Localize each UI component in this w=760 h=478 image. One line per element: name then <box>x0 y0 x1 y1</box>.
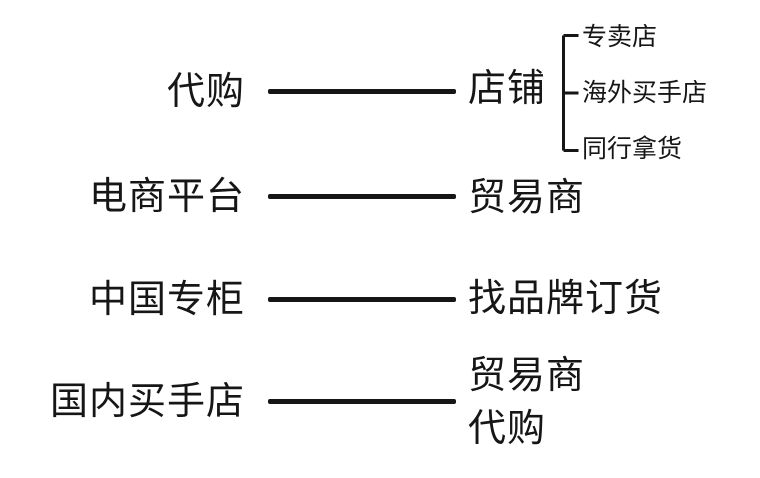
connector-daigou-shop <box>268 89 456 94</box>
branch-peer-sourcing: 同行拿货 <box>582 135 683 163</box>
branch-specialty-store: 专卖店 <box>582 23 658 51</box>
connector-counter-brand-order <box>268 297 456 302</box>
branch-overseas-buyer-shop: 海外买手店 <box>582 79 708 107</box>
node-trader-line: 贸易商 <box>468 355 586 397</box>
node-china-counter: 中国专柜 <box>88 279 245 321</box>
shop-branches-bracket <box>562 34 579 152</box>
node-daigou: 代购 <box>166 71 245 113</box>
node-domestic-buyer-shop: 国内买手店 <box>49 381 245 423</box>
node-trader-daigou-stack: 贸易商 代购 <box>468 350 585 456</box>
node-brand-ordering: 找品牌订货 <box>468 278 664 320</box>
node-shop: 店铺 <box>468 68 547 110</box>
connector-buyershop-sources <box>268 399 456 404</box>
node-daigou-line: 代购 <box>468 408 547 450</box>
node-ecommerce-platform: 电商平台 <box>88 176 245 218</box>
connector-platform-trader <box>268 194 456 199</box>
node-trader: 贸易商 <box>468 177 586 219</box>
